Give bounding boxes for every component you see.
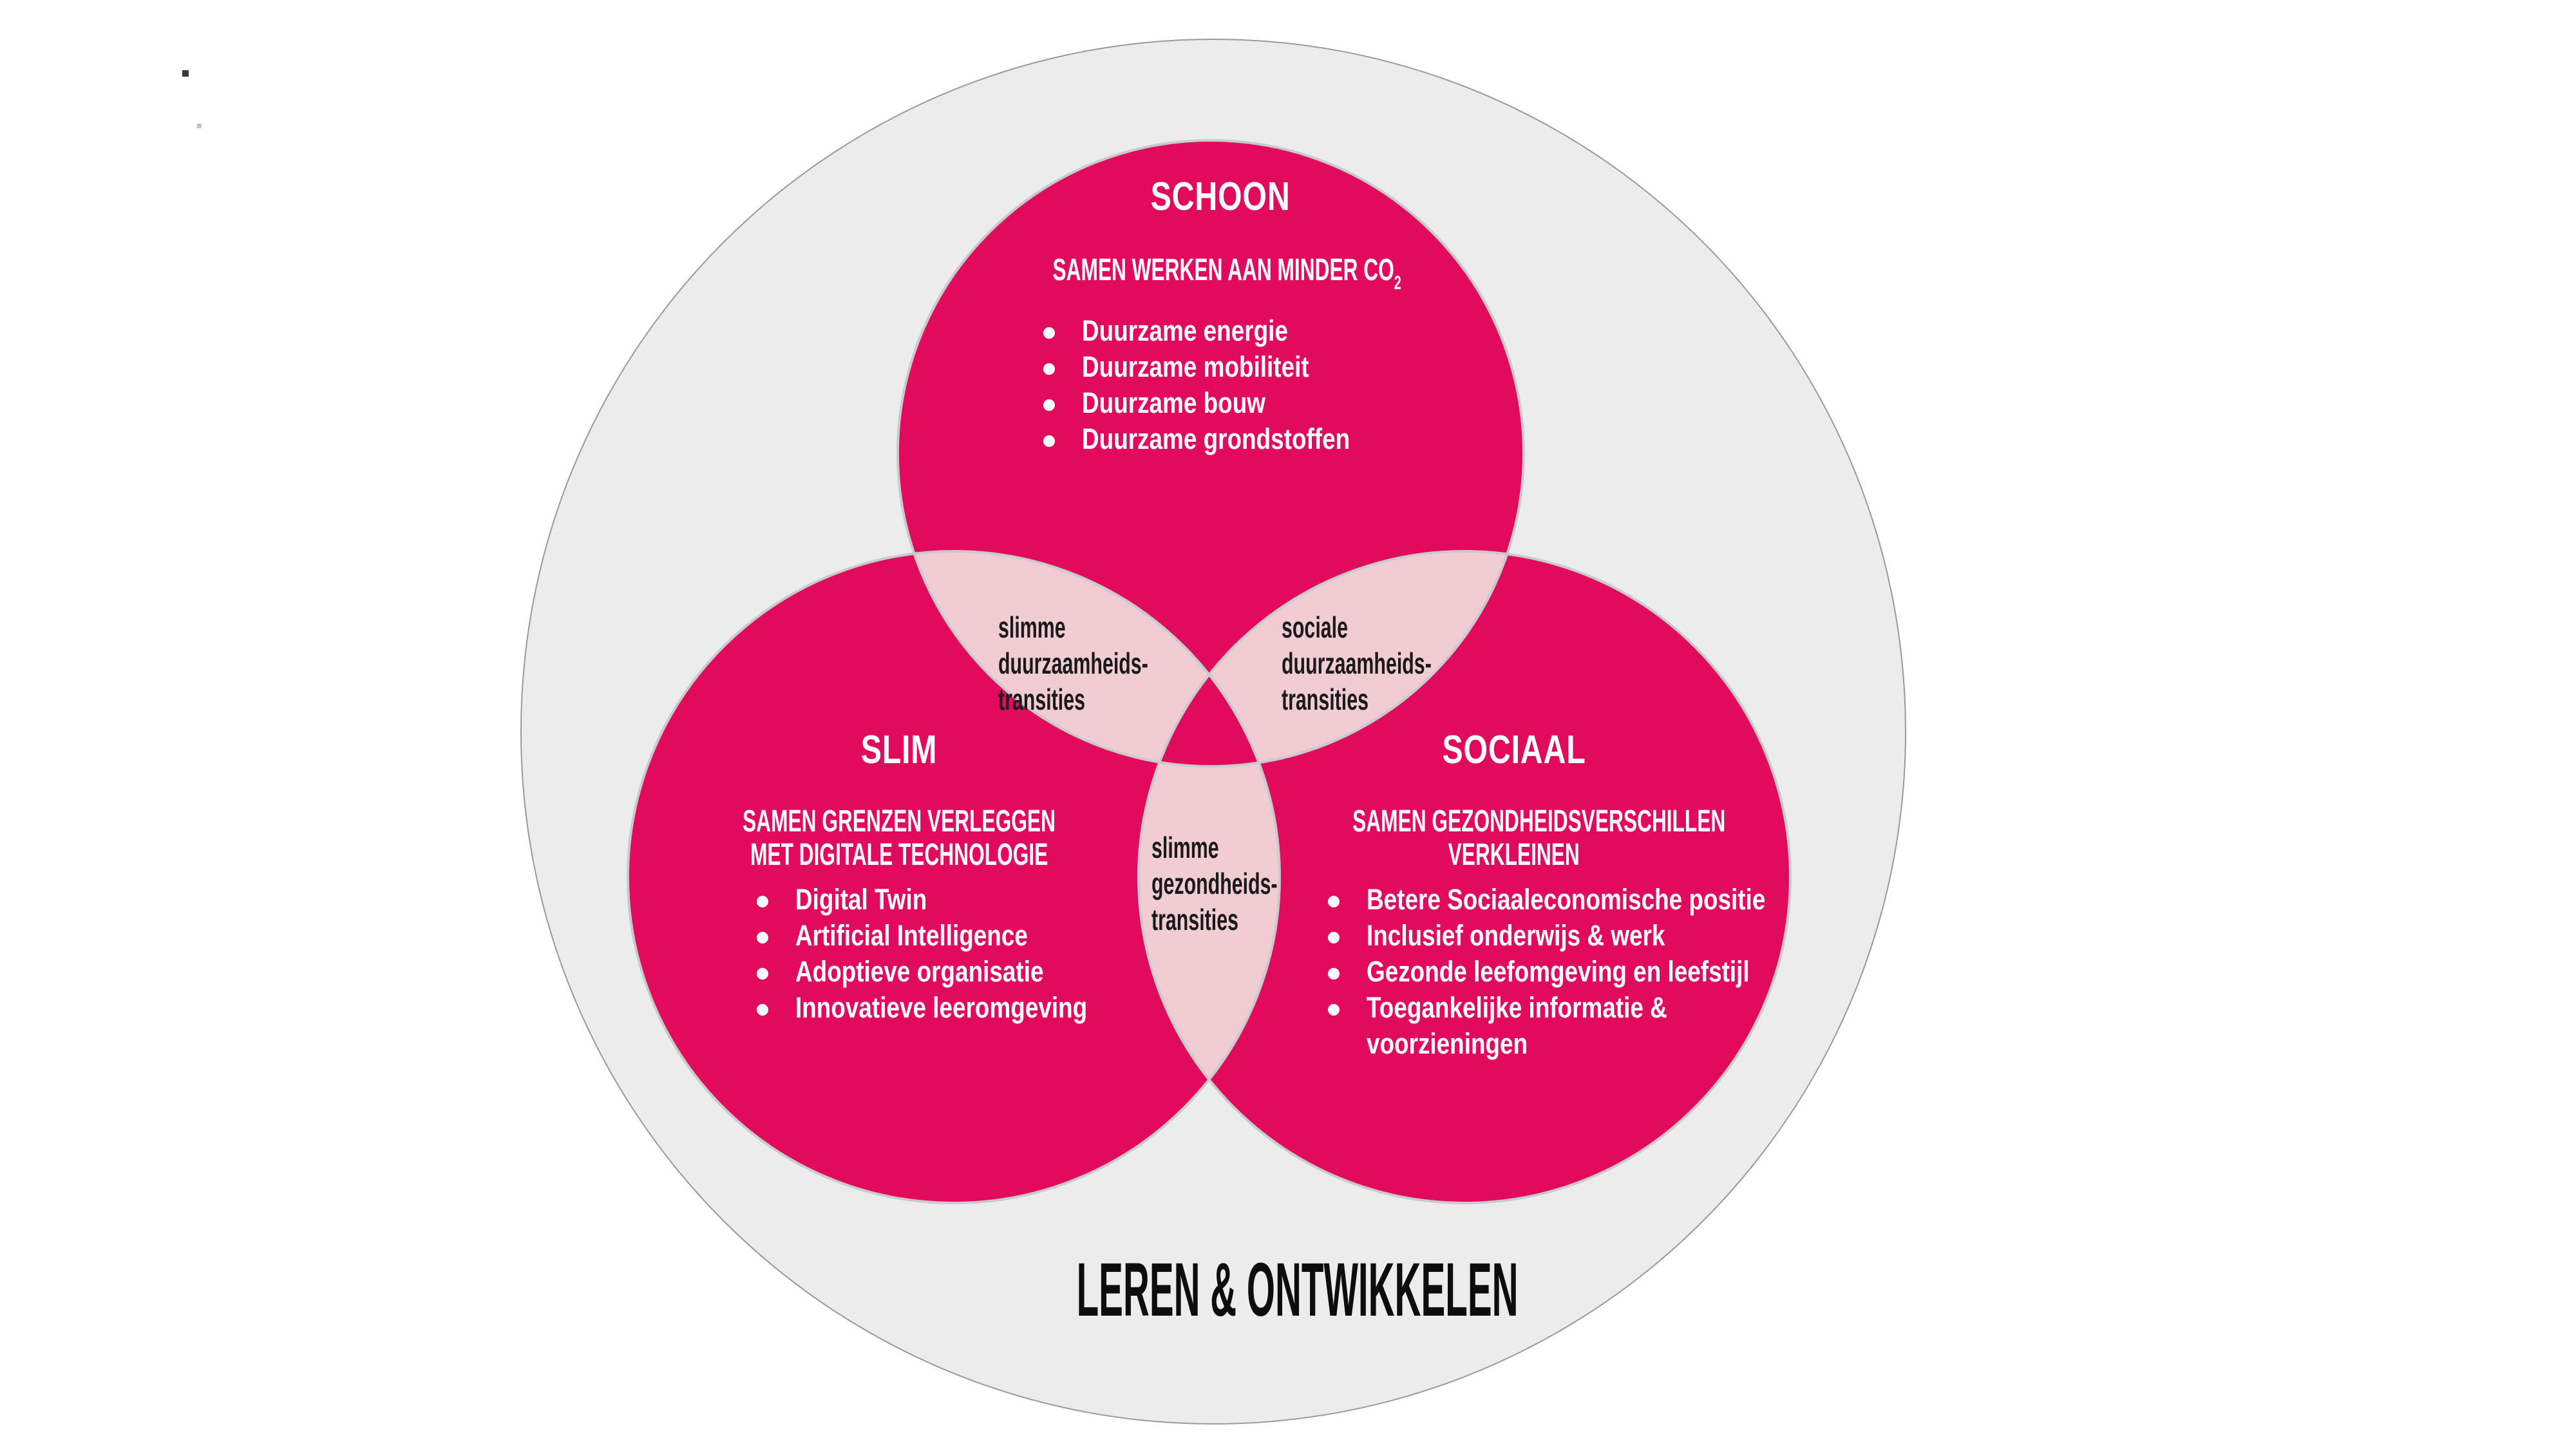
schoon-subtitle: SAMEN WERKEN AAN MINDER CO2: [963, 253, 1478, 294]
bullet-dot-icon: [757, 968, 768, 980]
bullet-dot-icon: [1043, 363, 1055, 375]
list-item: Adoptieve organisatie: [757, 954, 1298, 990]
sociaal-subtitle-line2: VERKLEINEN: [1448, 838, 1580, 872]
slim-sociaal-overlap-label: slimme gezondheids- transities: [1151, 831, 1278, 936]
bullet-dot-icon: [757, 932, 768, 943]
slim-title-text: SLIM: [860, 728, 938, 772]
list-item: Toegankelijke informatie & voorzieningen: [1328, 990, 1869, 1062]
outer-circle-title-text: LEREN & ONTWIKKELEN: [1076, 1247, 1519, 1332]
slim-bullet-list: Digital Twin Artificial Intelligence Ado…: [757, 882, 1298, 1026]
outer-circle-title: LEREN & ONTWIKKELEN: [837, 1252, 1610, 1328]
circle-bodies: [628, 140, 1790, 1203]
list-item: Duurzame mobiliteit: [1043, 349, 1584, 385]
bullet-dot-icon: [757, 1004, 768, 1016]
co2-subscript: 2: [1394, 272, 1401, 294]
list-item: Duurzame grondstoffen: [1043, 421, 1584, 457]
list-item: Gezonde leefomgeving en leefstijl: [1328, 954, 1869, 990]
artifact-speck: [182, 70, 189, 77]
schoon-title-text: SCHOON: [1150, 175, 1291, 219]
list-item: Inclusief onderwijs & werk: [1328, 918, 1869, 954]
bullet-dot-icon: [1043, 435, 1055, 447]
bullet-dot-icon: [1328, 968, 1340, 980]
bullet-dot-icon: [1043, 327, 1055, 339]
list-item: Betere Sociaaleconomische positie: [1328, 882, 1869, 918]
slim-subtitle: SAMEN GRENZEN VERLEGGEN MET DIGITALE TEC…: [641, 805, 1157, 872]
bullet-dot-icon: [1043, 399, 1055, 411]
list-item: Innovatieve leeromgeving: [757, 990, 1298, 1026]
schoon-title: SCHOON: [963, 177, 1478, 217]
bullet-dot-icon: [1328, 1004, 1340, 1016]
schoon-sociaal-overlap-label: sociale duurzaamheids- transities: [1282, 611, 1432, 716]
slim-title: SLIM: [641, 730, 1157, 770]
artifact-speck: [197, 124, 202, 128]
circle-outlines: [626, 139, 1792, 1204]
list-item: Duurzame energie: [1043, 313, 1584, 349]
slim-subtitle-line1: SAMEN GRENZEN VERLEGGEN: [743, 804, 1056, 838]
bullet-dot-icon: [1328, 896, 1340, 907]
list-item: Digital Twin: [757, 882, 1298, 918]
sociaal-subtitle-line1: SAMEN GEZONDHEIDSVERSCHILLEN: [1352, 804, 1726, 838]
schoon-slim-overlap-label: slimme duurzaamheids- transities: [998, 611, 1148, 716]
schoon-bullet-list: Duurzame energie Duurzame mobiliteit Duu…: [1043, 313, 1584, 457]
bullet-dot-icon: [757, 896, 768, 907]
list-item: Artificial Intelligence: [757, 918, 1298, 954]
bullet-dot-icon: [1328, 932, 1340, 943]
list-item: Duurzame bouw: [1043, 385, 1584, 421]
schoon-subtitle-text: SAMEN WERKEN AAN MINDER CO2: [1052, 253, 1401, 294]
slim-subtitle-line2: MET DIGITALE TECHNOLOGIE: [750, 838, 1048, 872]
sociaal-bullet-list: Betere Sociaaleconomische positie Inclus…: [1328, 882, 1869, 1062]
sociaal-title-text: SOCIAAL: [1442, 728, 1586, 772]
sociaal-title: SOCIAAL: [1256, 730, 1772, 770]
sociaal-subtitle: SAMEN GEZONDHEIDSVERSCHILLEN VERKLEINEN: [1256, 805, 1772, 872]
